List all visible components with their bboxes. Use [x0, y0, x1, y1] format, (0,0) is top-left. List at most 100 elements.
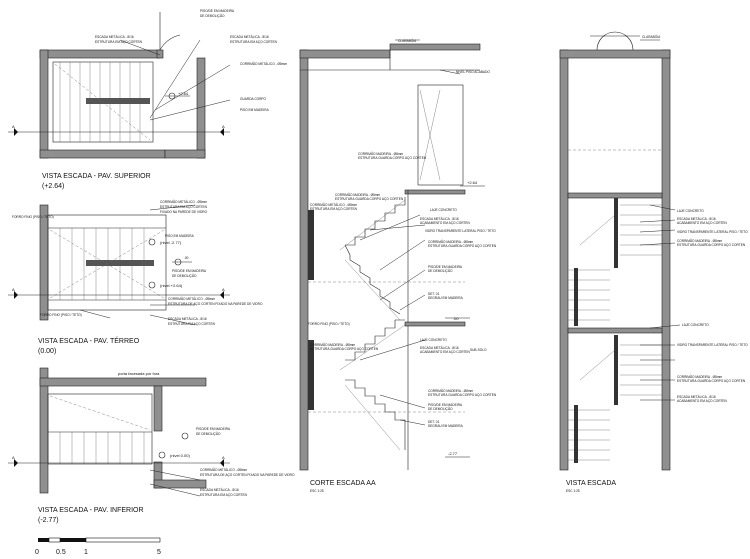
note-forro-terreo: FORRO FINO (PISO / TETO) [12, 215, 54, 219]
title-inferior: VISTA ESCADA - PAV. INFERIOR [38, 507, 144, 514]
note-det-corte: DET. 01 [428, 292, 440, 296]
note-estrutura-inferior: ESTRUTURA DE AÇO CORTEN FIXADO NA PAREDE… [200, 473, 295, 477]
note-corrimao-madeira2-corte: CORRIMÃO MADEIRA - Ø8mm [335, 192, 381, 197]
note-corrimao-madeira4-corte: CORRIMÃO MADEIRA - Ø8mm [310, 342, 356, 347]
section-mark-inferior-left: A [12, 455, 15, 460]
note-escada-terreo: ESCADA METÁLICA - 8/16 [168, 317, 207, 321]
scale-label-0: 0 [35, 549, 39, 556]
note-piso-inferior: PISO/DE EM MADEIRA [196, 427, 231, 431]
note-claraboia-corte: CLARABÓIA [398, 38, 417, 43]
section-mark-terreo-left: A [12, 287, 15, 292]
note-piso2-terreo: PISO/DE EM MADEIRA [172, 269, 207, 273]
note-claraboia-vista: CLARABÓIA [642, 34, 661, 39]
note-estrutura-guarda4-corte: ESTRUTURA GUARDA CORPO AÇO CORTEN [310, 347, 379, 351]
upper-stair-steps [568, 204, 662, 321]
note-piso-terreo: PISO EM MADEIRA [165, 234, 195, 238]
plan-superior: +2.64 [8, 12, 231, 159]
note-demolicao-inferior: DE DEMOLIÇÃO [196, 431, 221, 436]
level-zero-terreo: .00 [184, 256, 189, 260]
scale-vista: ESC 1:25 [566, 489, 580, 493]
note-nivel-corte: NIVEL PISO ACABADO [456, 70, 490, 74]
note-vidro-corte: VIDRO TRANSPARENTE LATERAL PISO / TETO [425, 229, 496, 233]
note-estrutura-guarda-corte: ESTRUTURA GUARDA CORPO AÇO CORTEN [358, 156, 427, 160]
note-corrimao-madeira3-corte: CORRIMÃO MADEIRA - Ø8mm [428, 239, 474, 244]
note-corrimao-vista: CORRIMÃO MADEIRA - Ø8mm [677, 238, 723, 243]
note-piso2-corte: PISO/DE EM MADEIRA [428, 403, 463, 407]
title-superior: VISTA ESCADA - PAV. SUPERIOR [42, 173, 151, 180]
note-estrutura-vista: ESTRUTURA GUARDA CORPO AÇO CORTEN [677, 243, 746, 247]
note-subsolo-corte: SUB-SOLO [470, 348, 487, 352]
note-demolicao-corte: DE DEMOLIÇÃO [428, 268, 453, 273]
section-mark-terreo-right: A [222, 287, 225, 292]
level-minus-corte: -2.77 [448, 451, 458, 456]
elevation-vista-escada [559, 31, 681, 471]
note-laje2-vista: LAJE CONCRETO [682, 323, 709, 327]
note-acabamento-corte: ACABAMENTO EM AÇO CORTEN [420, 221, 471, 225]
note-estrutura4-corte: ESTRUTURA EM AÇO CORTEN [310, 207, 358, 211]
note-escada2-corte: ESCADA METÁLICA - 8/16 [420, 346, 459, 350]
level-terreo: (0.00) [38, 348, 56, 355]
note-escada-corte: ESCADA METÁLICA - 8/16 [420, 217, 459, 221]
note-corrimao-inferior: CORRIMÃO METÁLICO - Ø8mm [200, 467, 247, 472]
note-fixado-terreo: FIXADO NA PAREDE DE VIDRO [160, 210, 208, 214]
scale-label-05: 0.5 [56, 549, 66, 556]
scale-corte: ESC 1:25 [310, 489, 324, 493]
note-escada-superior: ESCADA METÁLICA - 8/16 [95, 35, 134, 39]
note-corrimao3-corte: CORRIMÃO METÁLICO - Ø8mm [310, 202, 357, 207]
nivel-plus-terreo: (nivel +2.64) [160, 283, 183, 288]
note-demolicao-superior: DE DEMOLIÇÃO [200, 13, 225, 18]
note-estrutura-terreo: ESTRUTURA EM AÇO CORTEN [160, 205, 208, 209]
title-corte: CORTE ESCADA AA [310, 480, 376, 487]
note-demolicao2-corte: DE DEMOLIÇÃO [428, 406, 453, 411]
note-corrimao2-vista: CORRIMÃO MADEIRA - Ø8mm [677, 374, 723, 379]
note-laje-vista: LAJE CONCRETO [677, 209, 704, 213]
note-porta-inferior: porta facesada por fora [118, 371, 160, 376]
note-escada2-superior: ESCADA METÁLICA - 8/16 [230, 35, 269, 39]
note-escada-inferior: ESCADA METÁLICA - 8/16 [200, 488, 239, 492]
section-corte-aa [299, 39, 485, 471]
note-estrutura2-superior: ESTRUTURA EM AÇO CORTEN [230, 40, 278, 44]
level-plus-label: +2.64 [178, 91, 189, 96]
plan-inferior [8, 367, 230, 497]
note-corrimao2-terreo: CORRIMÃO METÁLICO - Ø8mm [168, 296, 215, 301]
note-estrutura-guarda3-corte: ESTRUTURA GUARDA CORPO AÇO CORTEN [428, 244, 497, 248]
level-zero-corte: .00 [453, 316, 459, 321]
scale-bar [38, 537, 161, 543]
note-acabamento2-corte: ACABAMENTO EM AÇO CORTEN [420, 350, 471, 354]
stair-treads-inferior [59, 432, 145, 464]
note-degrau-corte: DEGRAU EM MADEIRA [428, 296, 464, 300]
note-piso2-superior: PISO EM MADEIRA [240, 108, 270, 112]
note-laje2-corte: LAJE CONCRETO [420, 338, 447, 342]
scale-label-1: 1 [84, 549, 88, 556]
note-forro2-terreo: FORRO FINO (PISO / TETO) [40, 313, 82, 317]
plan-terreo [8, 204, 230, 326]
section-mark-superior-left: A [12, 124, 15, 129]
note-escada2-vista: ESCADA METÁLICA - 8/16 [677, 395, 716, 399]
level-plus-corte: +2.64 [467, 180, 478, 185]
note-estrutura2-terreo: ESTRUTURA DE AÇO CORTEN FIXADO NA PAREDE… [168, 302, 263, 306]
note-estrutura3-terreo: ESTRUTURA EM AÇO CORTEN [168, 322, 216, 326]
nivel-zero-inferior: (nivel 0.00) [170, 453, 190, 458]
note-estrutura2-inferior: ESTRUTURA EM AÇO CORTEN [200, 493, 248, 497]
note-escada-vista: ESCADA METÁLICA - 8/16 [677, 217, 716, 221]
note-det2-corte: DET. 01 [428, 420, 440, 424]
note-demolicao-terreo: DE DEMOLIÇÃO [172, 273, 197, 278]
note-vidro2-vista: VIDRO TRANSPARENTE LATERAL PISO / TETO [677, 343, 748, 347]
note-guarda-superior: GUARDA CORPO [240, 97, 267, 101]
note-corrimao-madeira-corte: CORRIMÃO MADEIRA - Ø8mm [358, 151, 404, 156]
level-superior: (+2.64) [42, 183, 64, 190]
note-corrimao-terreo: CORRIMÃO METÁLICO - Ø8mm [160, 199, 207, 204]
section-mark-superior-right: A [222, 124, 225, 129]
scale-label-5: 5 [157, 549, 161, 556]
note-piso-superior: PISO/DE EM MADEIRA [200, 9, 235, 13]
note-degrau2-corte: DEGRAU EM MADEIRA [428, 424, 464, 428]
note-acabamento-vista: ACABAMENTO EM AÇO CORTEN [677, 221, 728, 225]
title-terreo: VISTA ESCADA - PAV. TÉRREO [38, 336, 140, 345]
note-estrutura-guarda2-corte: ESTRUTURA GUARDA CORPO AÇO CORTEN [335, 197, 404, 201]
note-estrutura-guarda5-corte: ESTRUTURA GUARDA CORPO AÇO CORTEN [428, 393, 497, 397]
note-laje-corte: LAJE CONCRETO [430, 208, 457, 212]
nivel-minus-terreo: (nivel -2.77) [160, 240, 182, 245]
note-corrimao-madeira5-corte: CORRIMÃO MADEIRA - Ø8mm [428, 388, 474, 393]
title-vista: VISTA ESCADA [566, 480, 616, 487]
